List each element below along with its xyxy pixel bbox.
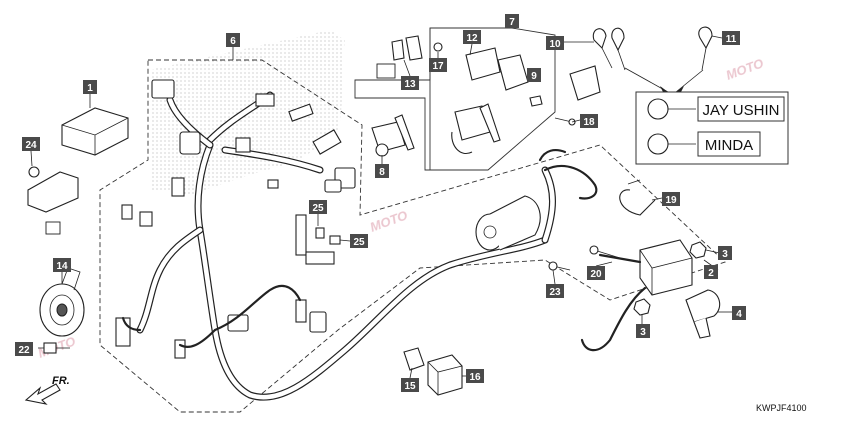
callout-7-label: 7 [509, 17, 515, 28]
part-18-bolt [554, 117, 576, 126]
callout-8-label: 8 [379, 167, 385, 178]
callout-17: 17 [429, 58, 447, 72]
callout-12-label: 12 [466, 33, 478, 44]
callout-10-label: 10 [549, 39, 561, 50]
legend-key-icon-1 [647, 98, 669, 120]
callout-23: 23 [546, 284, 564, 298]
callout-19: 19 [662, 192, 680, 206]
callout-11-label: 11 [726, 34, 737, 45]
callout-6-label: 6 [230, 36, 236, 47]
part-4-plug-cap [685, 289, 721, 339]
watermark-text-3: MOTO [36, 333, 78, 360]
watermark-text: MOTO [368, 207, 410, 234]
part-15-fuse [403, 347, 425, 371]
callout-3b-label: 3 [640, 327, 646, 338]
key-pointer-lines [624, 67, 704, 94]
part-10-keys [569, 27, 626, 101]
callout-25a: 25 [309, 200, 327, 214]
harness-frame [99, 59, 726, 413]
callout-16: 16 [466, 369, 484, 383]
callout-9-label: 9 [531, 71, 537, 82]
callout-4: 4 [732, 306, 746, 320]
callout-13: 13 [401, 76, 419, 90]
callout-3b: 3 [636, 324, 650, 338]
callout-23-label: 23 [549, 287, 561, 298]
part-1-unit [61, 107, 129, 156]
callout-9: 9 [527, 68, 541, 82]
legend-key-icon-2 [647, 133, 669, 155]
callout-10: 10 [546, 36, 564, 50]
callout-14: 14 [53, 258, 71, 272]
part-ignition-cylinder [475, 195, 541, 251]
callout-4-label: 4 [736, 309, 742, 320]
part-14-horn [39, 267, 85, 337]
branch-wires [121, 149, 598, 348]
part-24-bracket [27, 166, 79, 235]
callout-3a-label: 3 [722, 249, 728, 260]
callout-25b-label: 25 [353, 237, 365, 248]
callout-6: 6 [226, 33, 240, 47]
part-19-band [619, 179, 656, 216]
front-direction-arrow: FR. [24, 375, 70, 405]
callout-25a-label: 25 [312, 203, 324, 214]
legend-label-frame-1 [697, 96, 785, 122]
callout-2: 2 [704, 265, 718, 279]
callout-8: 8 [375, 164, 389, 178]
legend-minda: MINDA [705, 137, 753, 154]
callout-18-label: 18 [583, 117, 595, 128]
callout-12: 12 [463, 30, 481, 44]
brand-legend: JAY USHIN MINDA [635, 91, 789, 165]
callout-1: 1 [83, 80, 97, 94]
callout-17-label: 17 [432, 61, 444, 72]
part-label-blank [45, 221, 61, 235]
front-label: FR. [52, 375, 70, 387]
part-25-fuses [315, 227, 341, 245]
callout-2-label: 2 [708, 268, 714, 279]
part-2-coil [580, 239, 693, 352]
callout-19-label: 19 [665, 195, 677, 206]
part-20-bolt [589, 245, 621, 259]
part-label-blank-2 [376, 63, 396, 79]
callout-13-label: 13 [404, 79, 416, 90]
callout-3a: 3 [718, 246, 732, 260]
callout-1-label: 1 [87, 83, 93, 94]
ignition-switch-group [371, 35, 543, 157]
callout-25b: 25 [350, 234, 368, 248]
part-16-relay [427, 354, 463, 396]
diagram-code: KWPJF4100 [756, 403, 807, 413]
legend-label-frame-2 [697, 131, 761, 157]
part-3-nuts [633, 241, 707, 316]
callout-22-label: 22 [18, 345, 30, 356]
callout-24: 24 [22, 137, 40, 151]
harness-connectors [115, 79, 356, 359]
callout-15: 15 [401, 378, 419, 392]
callout-7: 7 [505, 14, 519, 28]
callout-16-label: 16 [469, 372, 481, 383]
callout-18: 18 [580, 114, 598, 128]
part-11-key [698, 26, 713, 71]
legend-jay-ushin: JAY USHIN [703, 102, 780, 119]
callout-20: 20 [587, 266, 605, 280]
arrow-icon [24, 383, 61, 405]
callout-24-label: 24 [25, 140, 37, 151]
callout-14-label: 14 [56, 261, 68, 272]
callout-22: 22 [15, 342, 33, 356]
callout-20-label: 20 [590, 269, 602, 280]
callout-15-label: 15 [404, 381, 416, 392]
watermark-text-2: MOTO [724, 55, 766, 82]
callout-11: 11 [722, 31, 740, 45]
